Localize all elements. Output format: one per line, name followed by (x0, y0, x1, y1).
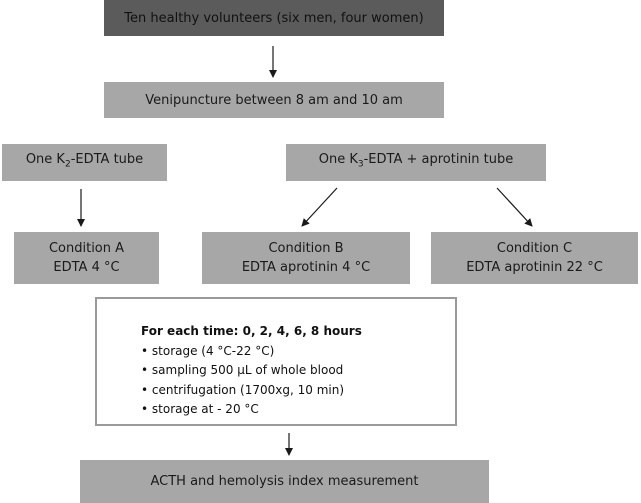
condition-c-detail: EDTA aprotinin 22 °C (466, 260, 603, 275)
arrow-k3-to-condition-b (301, 187, 338, 227)
procedure-steps: For each time: 0, 2, 4, 6, 8 hours • sto… (141, 322, 362, 420)
k3-edta-aprotinin-tube-box: One K3-EDTA + aprotinin tube (286, 144, 546, 181)
volunteers-text: Ten healthy volunteers (six men, four wo… (124, 10, 424, 26)
procedure-step: • storage (4 °C-22 °C) (141, 343, 275, 358)
condition-c-box: Condition C EDTA aprotinin 22 °C (431, 232, 638, 284)
venipuncture-text: Venipuncture between 8 am and 10 am (145, 92, 403, 108)
condition-a-box: Condition A EDTA 4 °C (14, 232, 159, 284)
volunteers-box: Ten healthy volunteers (six men, four wo… (104, 0, 444, 36)
k2-edta-tube-text: One K2-EDTA tube (25, 152, 144, 170)
condition-a-title: Condition A (48, 241, 125, 256)
k3-edta-aprotinin-tube-text: One K3-EDTA + aprotinin tube (318, 152, 514, 170)
procedure-step: • centrifugation (1700xg, 10 min) (141, 382, 345, 397)
procedure-header: For each time: 0, 2, 4, 6, 8 hours (141, 324, 362, 338)
condition-c-title: Condition C (496, 241, 573, 256)
k2-edta-tube-box: One K2-EDTA tube (2, 144, 167, 181)
procedure-step: • storage at - 20 °C (141, 402, 259, 416)
measurement-text: ACTH and hemolysis index measurement (150, 474, 419, 489)
condition-b-box: Condition B EDTA aprotinin 4 °C (202, 232, 410, 284)
measurement-box: ACTH and hemolysis index measurement (80, 460, 489, 503)
venipuncture-box: Venipuncture between 8 am and 10 am (104, 82, 444, 118)
procedure-box: For each time: 0, 2, 4, 6, 8 hours • sto… (95, 297, 457, 426)
condition-b-title: Condition B (268, 241, 344, 256)
procedure-step: • sampling 500 µL of whole blood (141, 363, 344, 377)
arrow-k3-to-condition-c (496, 187, 533, 227)
condition-a-detail: EDTA 4 °C (53, 260, 120, 275)
condition-b-detail: EDTA aprotinin 4 °C (241, 260, 371, 275)
